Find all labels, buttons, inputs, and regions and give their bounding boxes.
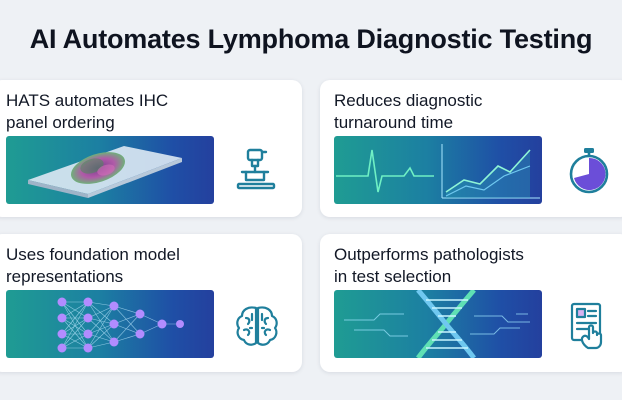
card-title-line: panel ordering [6, 113, 115, 132]
card-title: Outperforms pathologists in test selecti… [334, 244, 622, 288]
card-title: Uses foundation model representations [6, 244, 296, 288]
slide-banner [6, 136, 214, 204]
card-title: Reduces diagnostic turnaround time [334, 90, 622, 134]
card-title-line: representations [6, 267, 124, 286]
glass-slide-illustration [28, 146, 182, 198]
card-title-line: Outperforms pathologists [334, 245, 524, 264]
document-touch-icon [566, 300, 610, 355]
card-hats-ihc: HATS automates IHC panel ordering [0, 80, 302, 217]
neural-network-illustration [57, 297, 184, 353]
stopwatch-icon [566, 146, 612, 201]
network-banner [6, 290, 214, 358]
waveform-banner [334, 136, 542, 204]
card-title-line: Uses foundation model [6, 245, 180, 264]
card-outperforms: Outperforms pathologists in test selecti… [320, 234, 622, 372]
card-foundation-model: Uses foundation model representations [0, 234, 302, 372]
dna-helix-illustration [344, 290, 530, 358]
card-title: HATS automates IHC panel ordering [6, 90, 296, 134]
heartbeat-chart-illustration [336, 144, 540, 199]
card-title-line: in test selection [334, 267, 452, 286]
brain-icon [234, 304, 280, 353]
card-title-line: turnaround time [334, 113, 454, 132]
microscope-icon [232, 144, 282, 199]
card-title-line: HATS automates IHC [6, 91, 169, 110]
page-title: AI Automates Lymphoma Diagnostic Testing [29, 24, 593, 54]
card-turnaround: Reduces diagnostic turnaround time [320, 80, 622, 217]
card-title-line: Reduces diagnostic [334, 91, 483, 110]
dna-banner [334, 290, 542, 358]
